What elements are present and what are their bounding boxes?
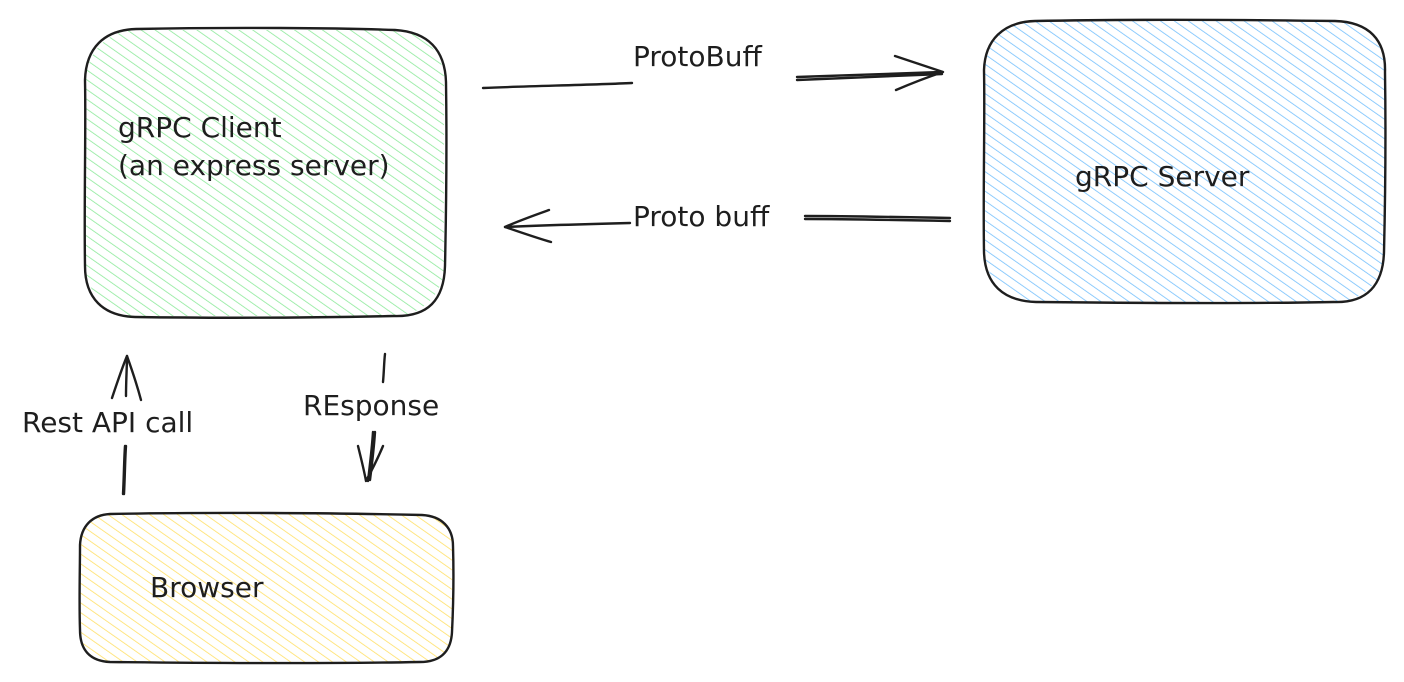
- browser-outline: [78, 511, 455, 665]
- browser-node[interactable]: Browser: [78, 511, 455, 665]
- edge-browser-to-client[interactable]: Rest API call: [22, 354, 193, 496]
- grpc-server-node[interactable]: gRPC Server: [982, 18, 1387, 305]
- grpc-server-outline: [982, 18, 1387, 305]
- browser-label: Browser: [150, 571, 264, 604]
- edge-client-to-browser[interactable]: REsponse: [303, 352, 439, 483]
- edge-server-to-client-line: [503, 214, 952, 229]
- edge-server-to-client[interactable]: Proto buff: [503, 200, 952, 244]
- grpc-client-outline: [83, 26, 448, 319]
- edge-client-to-server-arrowhead: [893, 54, 945, 92]
- grpc-client-box: [86, 30, 444, 316]
- grpc-client-node[interactable]: gRPC Client (an express server): [83, 26, 448, 319]
- edge-client-to-browser-label: REsponse: [303, 389, 439, 422]
- grpc-client-label-line2: (an express server): [118, 149, 390, 182]
- edge-server-to-client-arrowhead: [503, 208, 553, 244]
- edge-client-to-browser-arrowhead: [356, 444, 385, 483]
- edge-client-to-server-label: ProtoBuff: [633, 40, 762, 73]
- edge-client-to-server-line: [481, 70, 944, 90]
- browser-box: [80, 514, 452, 662]
- edge-server-to-client-label: Proto buff: [633, 200, 770, 233]
- edge-client-to-server[interactable]: ProtoBuff: [481, 40, 945, 92]
- edge-browser-to-client-arrowhead: [110, 354, 143, 402]
- grpc-client-label-line1: gRPC Client: [118, 111, 282, 144]
- grpc-server-label: gRPC Server: [1075, 160, 1250, 193]
- edge-browser-to-client-label: Rest API call: [22, 406, 193, 439]
- grpc-server-box: [985, 20, 1385, 302]
